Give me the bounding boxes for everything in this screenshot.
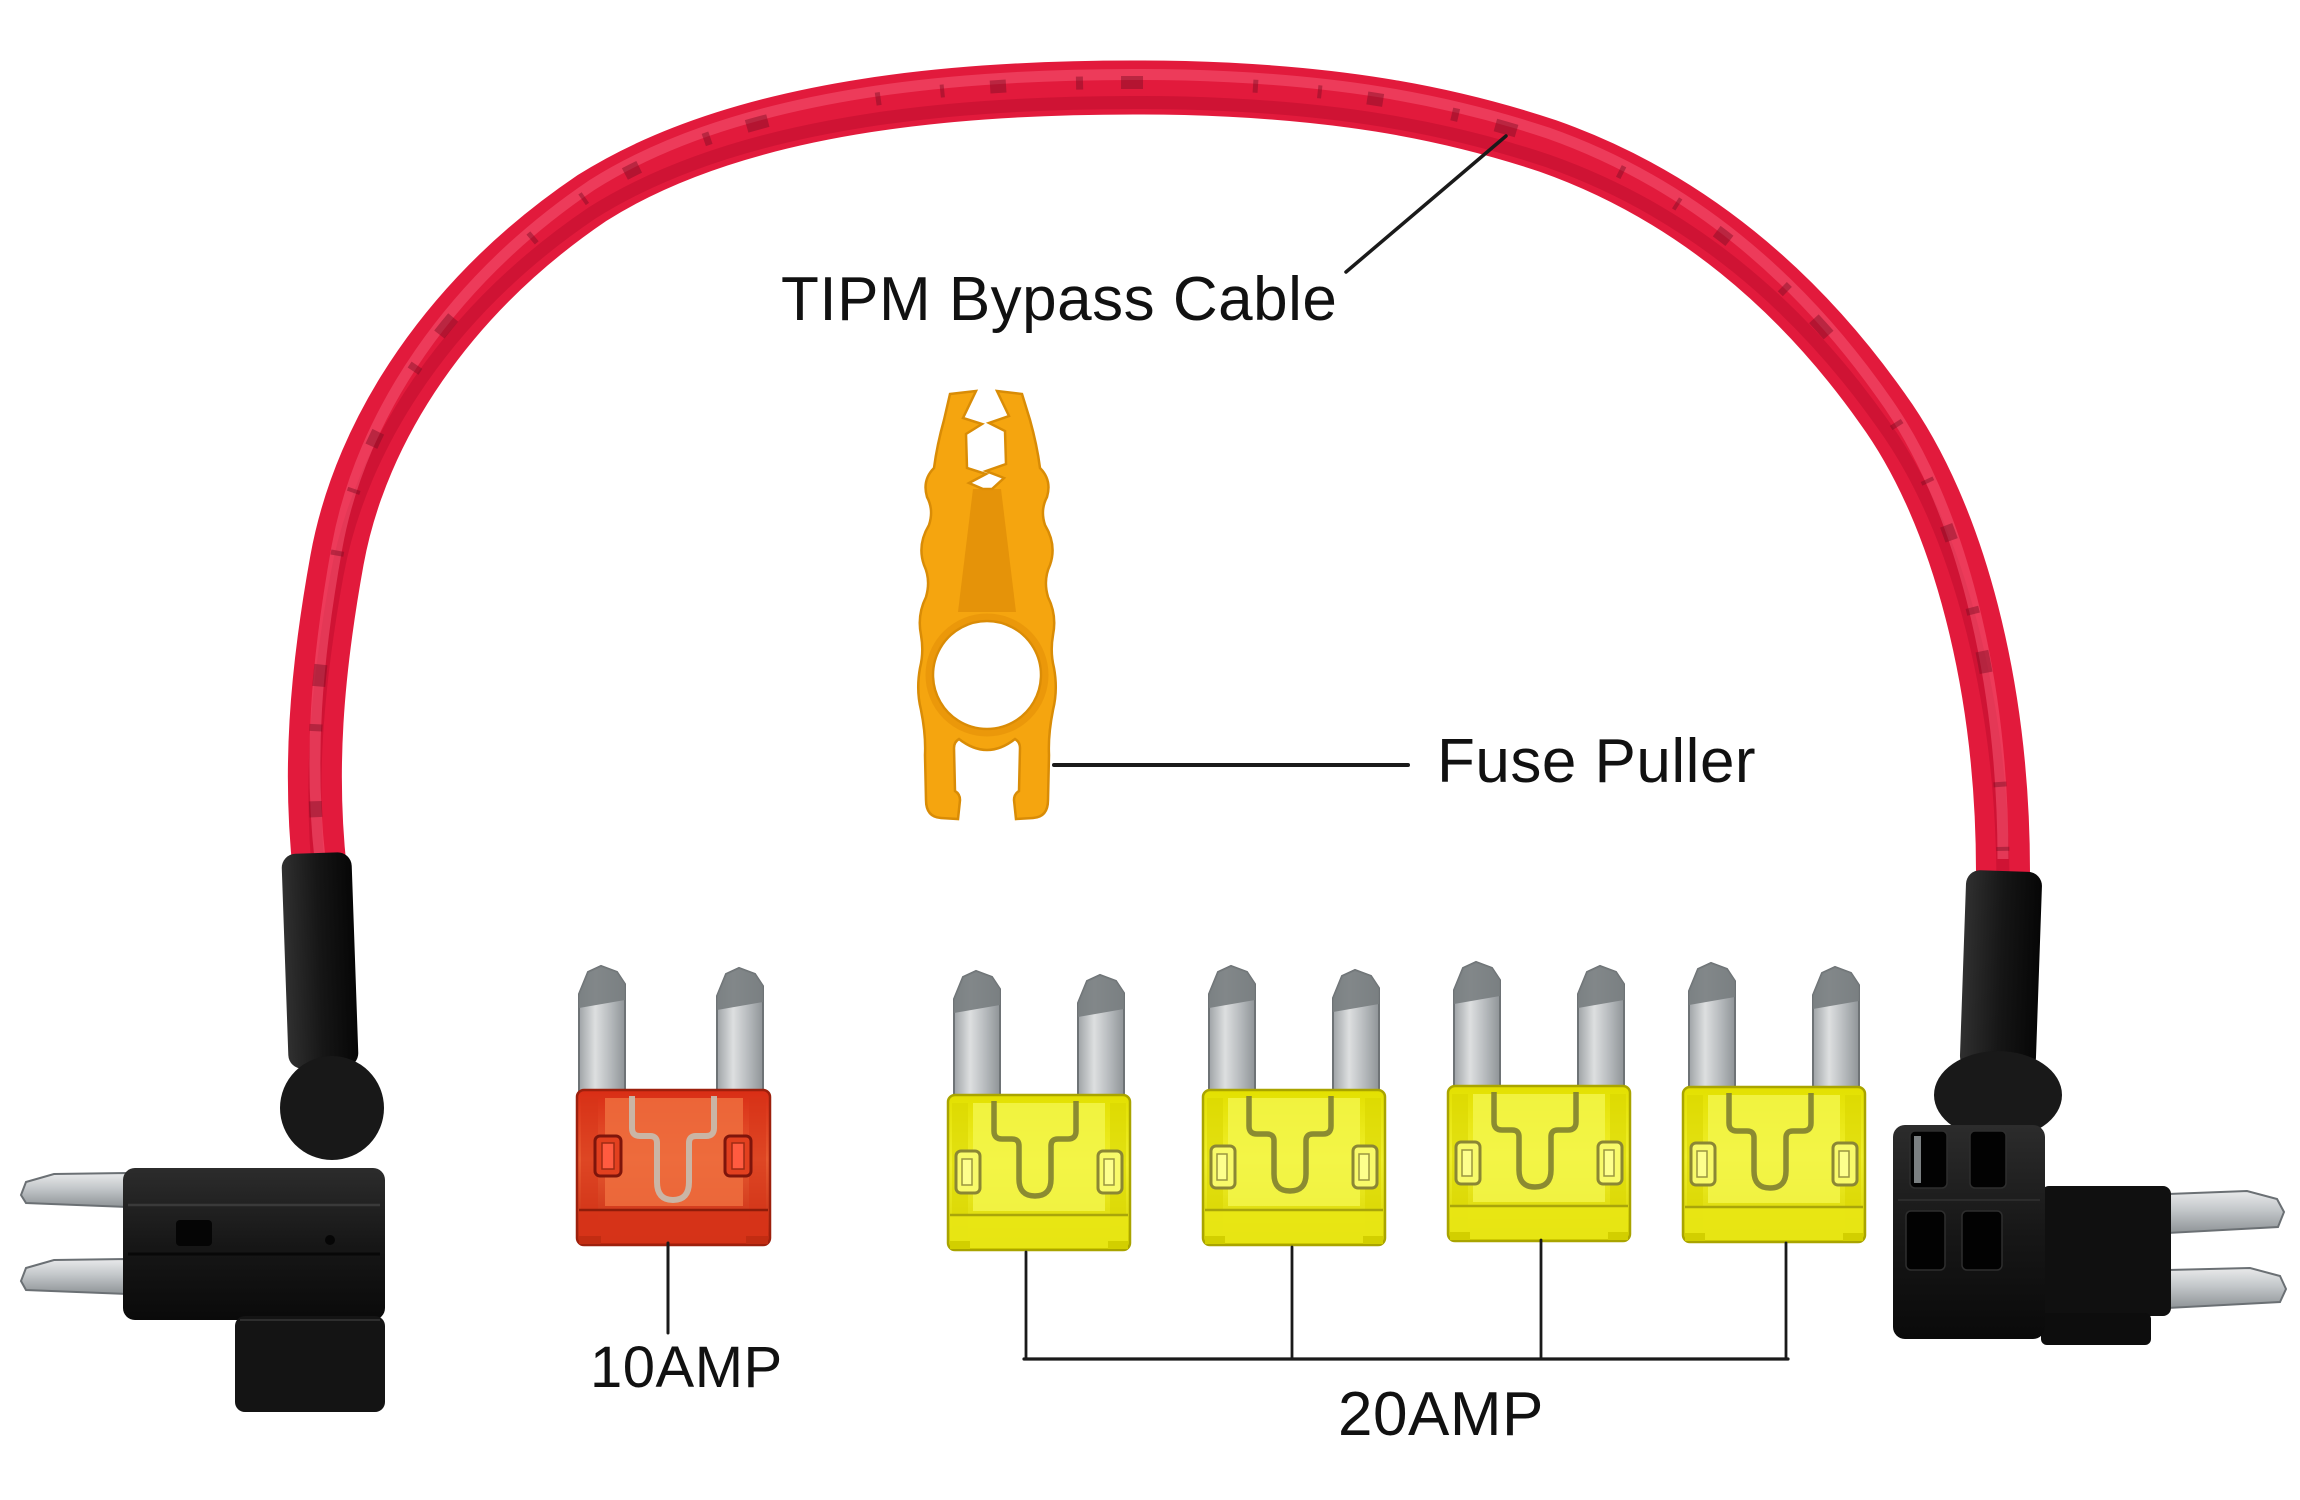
right-blade-terminal-1 — [2167, 1189, 2286, 1235]
fuse-20amp-label: 20AMP — [1338, 1380, 1544, 1449]
left-connector-notch — [176, 1220, 212, 1246]
cable-callout-line — [1344, 134, 1508, 274]
left-blade-terminal-1 — [19, 1171, 128, 1209]
left-connector-body — [123, 1168, 385, 1320]
left-heatshrink-sleeve — [281, 852, 359, 1069]
fuse-10amp — [577, 966, 770, 1245]
cable-label: TIPM Bypass Cable — [781, 265, 1338, 334]
annotation-lines — [666, 134, 1790, 1361]
fuse-20amp-4 — [1683, 963, 1865, 1242]
left-connector — [19, 852, 385, 1412]
left-connector-base — [235, 1316, 385, 1412]
right-connector-arm — [2041, 1186, 2171, 1316]
socket-contact — [1914, 1136, 1921, 1183]
right-connector-neck — [1934, 1051, 2062, 1139]
right-blade-terminal-2 — [2167, 1266, 2288, 1310]
right-connector — [1893, 870, 2288, 1345]
fuse-puller-label: Fuse Puller — [1437, 727, 1757, 796]
fuse-puller-tool — [917, 389, 1057, 821]
fuses-20amp — [948, 962, 1865, 1250]
fuse-20amp-1 — [948, 971, 1130, 1250]
left-blade-terminal-2 — [19, 1257, 128, 1296]
fuse-20amp-3 — [1448, 962, 1630, 1241]
right-heatshrink-sleeve — [1959, 870, 2042, 1072]
puller-inner-shading — [958, 489, 1016, 612]
right-connector-foot — [2041, 1313, 2151, 1345]
fuse-20amp-2 — [1203, 966, 1385, 1245]
bypass-cable — [287, 60, 2030, 899]
fuse-10amp-label: 10AMP — [590, 1335, 783, 1400]
left-connector-neck — [280, 1056, 384, 1160]
